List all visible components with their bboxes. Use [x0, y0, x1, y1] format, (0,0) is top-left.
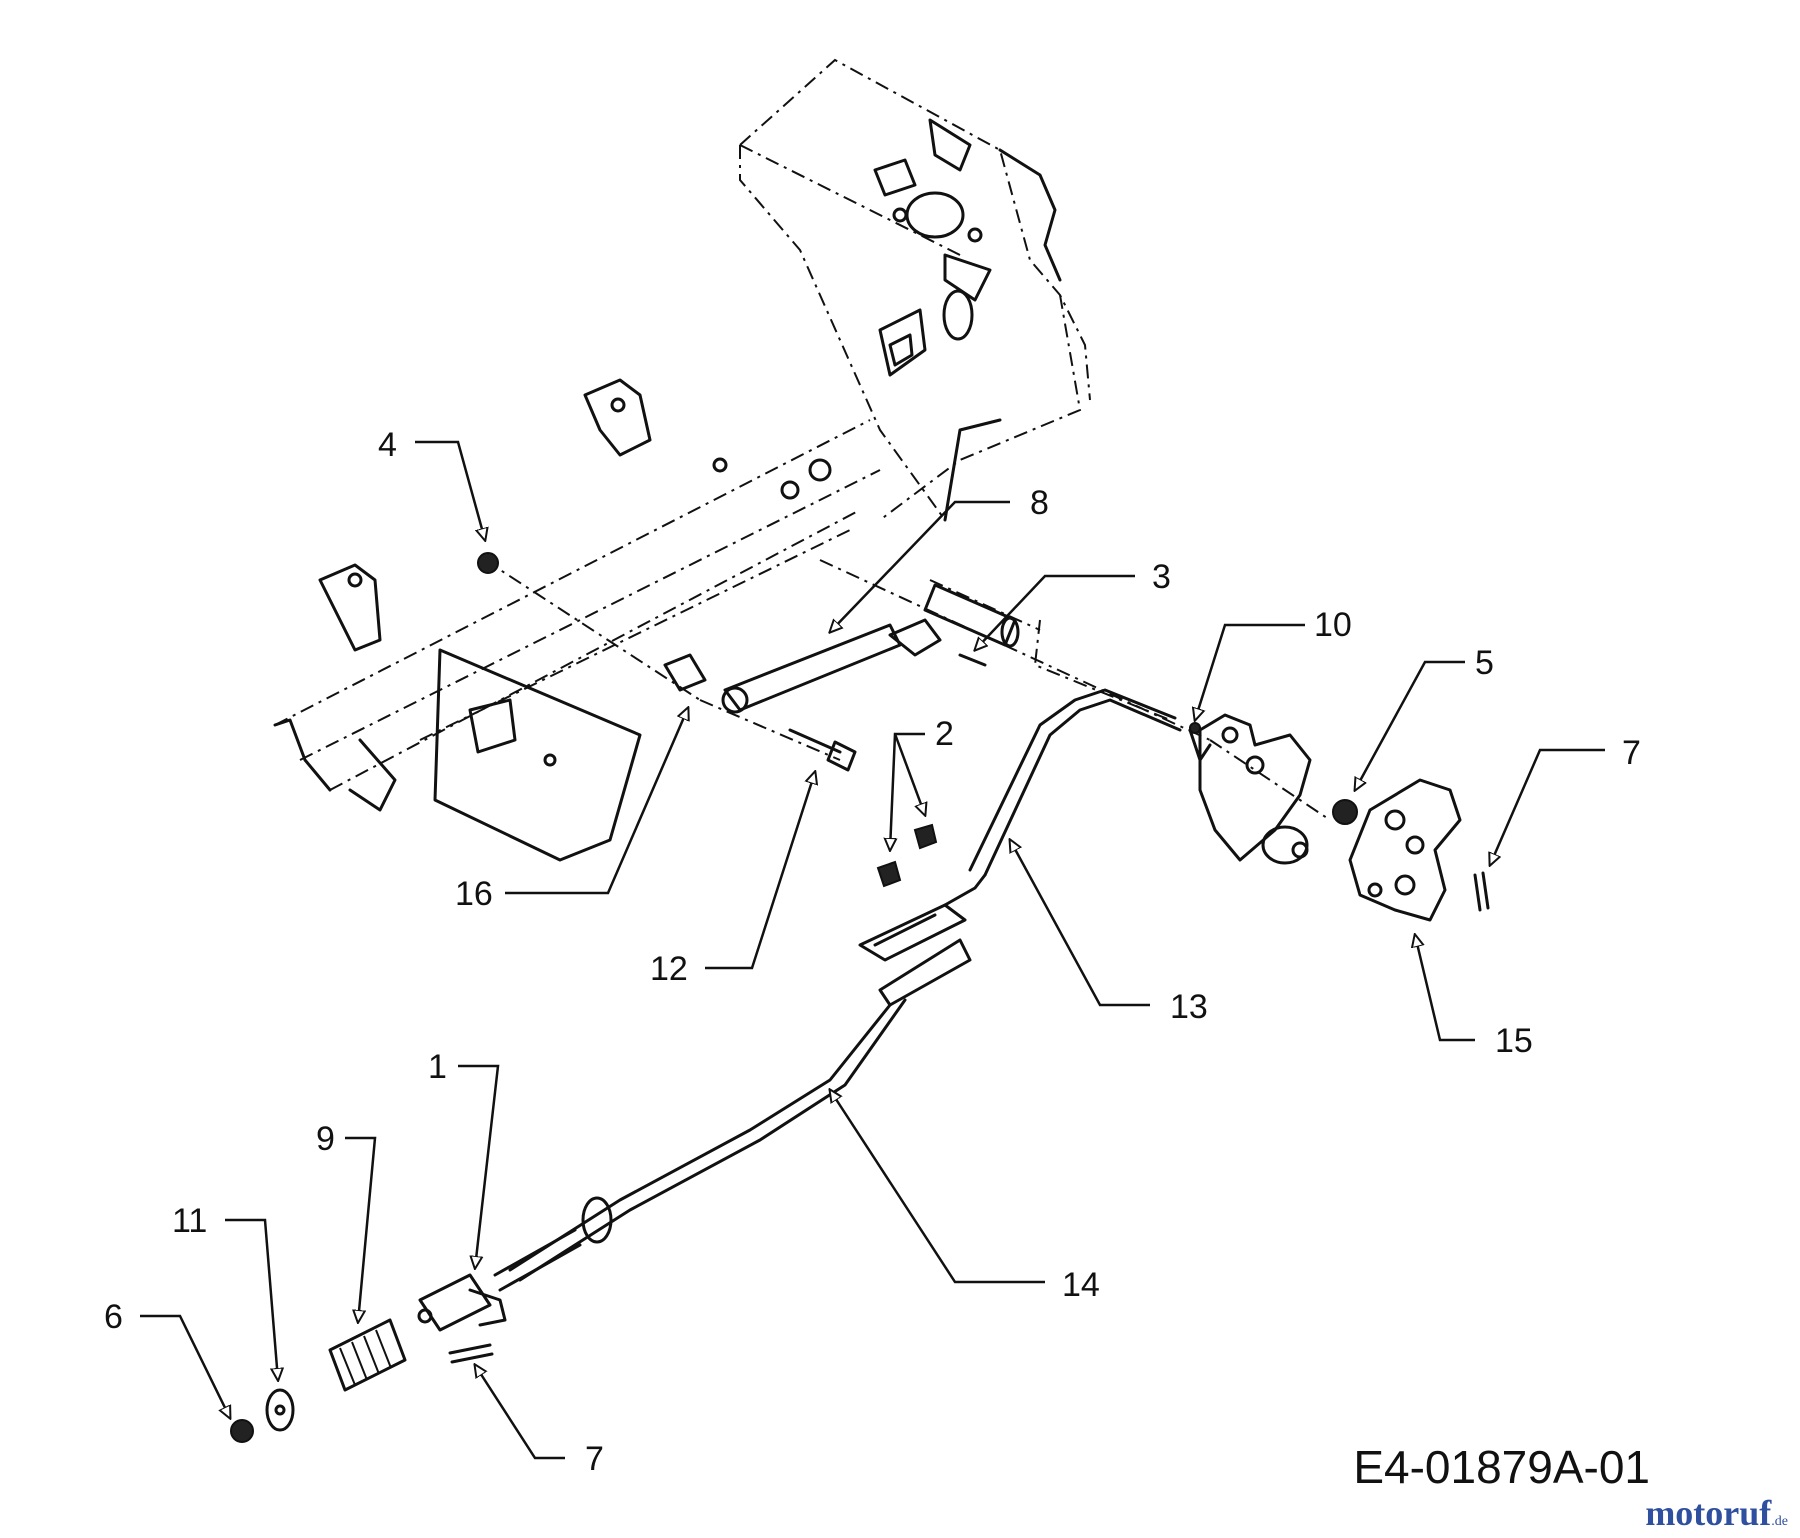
- part-bolts-2: [876, 823, 938, 888]
- leader-8: [830, 500, 1010, 632]
- part-bellcrank-15: [1348, 778, 1462, 922]
- callout-3: 3: [1152, 558, 1171, 596]
- callout-13: 13: [1170, 988, 1208, 1026]
- part-cotter-pin-7b: [448, 1343, 494, 1364]
- watermark-tld: .de: [1771, 1514, 1788, 1529]
- callout-6: 6: [104, 1298, 123, 1336]
- part-nut-5: [1332, 799, 1358, 825]
- part-spring-9: [328, 1318, 407, 1392]
- leader-4: [415, 440, 485, 540]
- part-lift-rod-14: [493, 938, 972, 1292]
- assembly-center-lines: [484, 559, 1331, 821]
- dashboard-pedestal: [739, 58, 1091, 522]
- part-bolt-12: [788, 728, 857, 772]
- leader-2b: [893, 733, 925, 815]
- part-nut-4: [477, 552, 499, 574]
- callout-7b: 7: [585, 1440, 604, 1478]
- watermark-name: motoruf: [1645, 1493, 1772, 1533]
- part-washer-11: [265, 1388, 295, 1432]
- callout-4: 4: [378, 426, 397, 464]
- callout-12: 12: [650, 950, 688, 988]
- part-cotter-pin-7a: [1473, 871, 1490, 912]
- leader-14: [830, 1090, 1045, 1284]
- callout-9: 9: [316, 1120, 335, 1158]
- frame-rails: [273, 378, 881, 862]
- part-bracket-plate: [1198, 713, 1312, 865]
- callout-15: 15: [1495, 1022, 1533, 1060]
- leader-5: [1355, 660, 1465, 790]
- leader-lines: [140, 440, 1605, 1460]
- callout-1: 1: [428, 1048, 447, 1086]
- leader-16: [505, 708, 688, 895]
- leader-11: [225, 1218, 278, 1380]
- leader-7b: [475, 1365, 565, 1460]
- leader-7a: [1490, 748, 1605, 865]
- leader-12: [705, 772, 815, 970]
- watermark-logo: motoruf.de: [1645, 1492, 1788, 1534]
- leader-10: [1195, 623, 1305, 720]
- leader-13: [1010, 840, 1150, 1007]
- leader-9: [345, 1136, 377, 1322]
- callout-labels: 4 8 3 10 5 7 2 16 12 13 15 14 1 9 11 6 7: [104, 426, 1641, 1478]
- callout-7a: 7: [1622, 734, 1641, 772]
- callout-11: 11: [172, 1202, 207, 1240]
- part-lift-rod-13: [858, 688, 1182, 962]
- callout-16: 16: [455, 875, 493, 913]
- diagram-code: E4-01879A-01: [1353, 1441, 1650, 1493]
- leader-15: [1415, 935, 1475, 1042]
- part-pin-3: [923, 583, 1020, 667]
- callout-2: 2: [935, 715, 954, 753]
- part-trunnion-1: [417, 1273, 507, 1332]
- part-bushing-8: [721, 618, 942, 714]
- leader-3: [975, 574, 1135, 650]
- callout-14: 14: [1062, 1266, 1100, 1304]
- callout-8: 8: [1030, 484, 1049, 522]
- leader-6: [140, 1314, 230, 1418]
- callout-10: 10: [1314, 606, 1352, 644]
- part-spacer-16: [663, 653, 707, 692]
- leader-1: [458, 1064, 500, 1268]
- part-nut-6: [230, 1419, 254, 1443]
- callout-5: 5: [1475, 644, 1494, 682]
